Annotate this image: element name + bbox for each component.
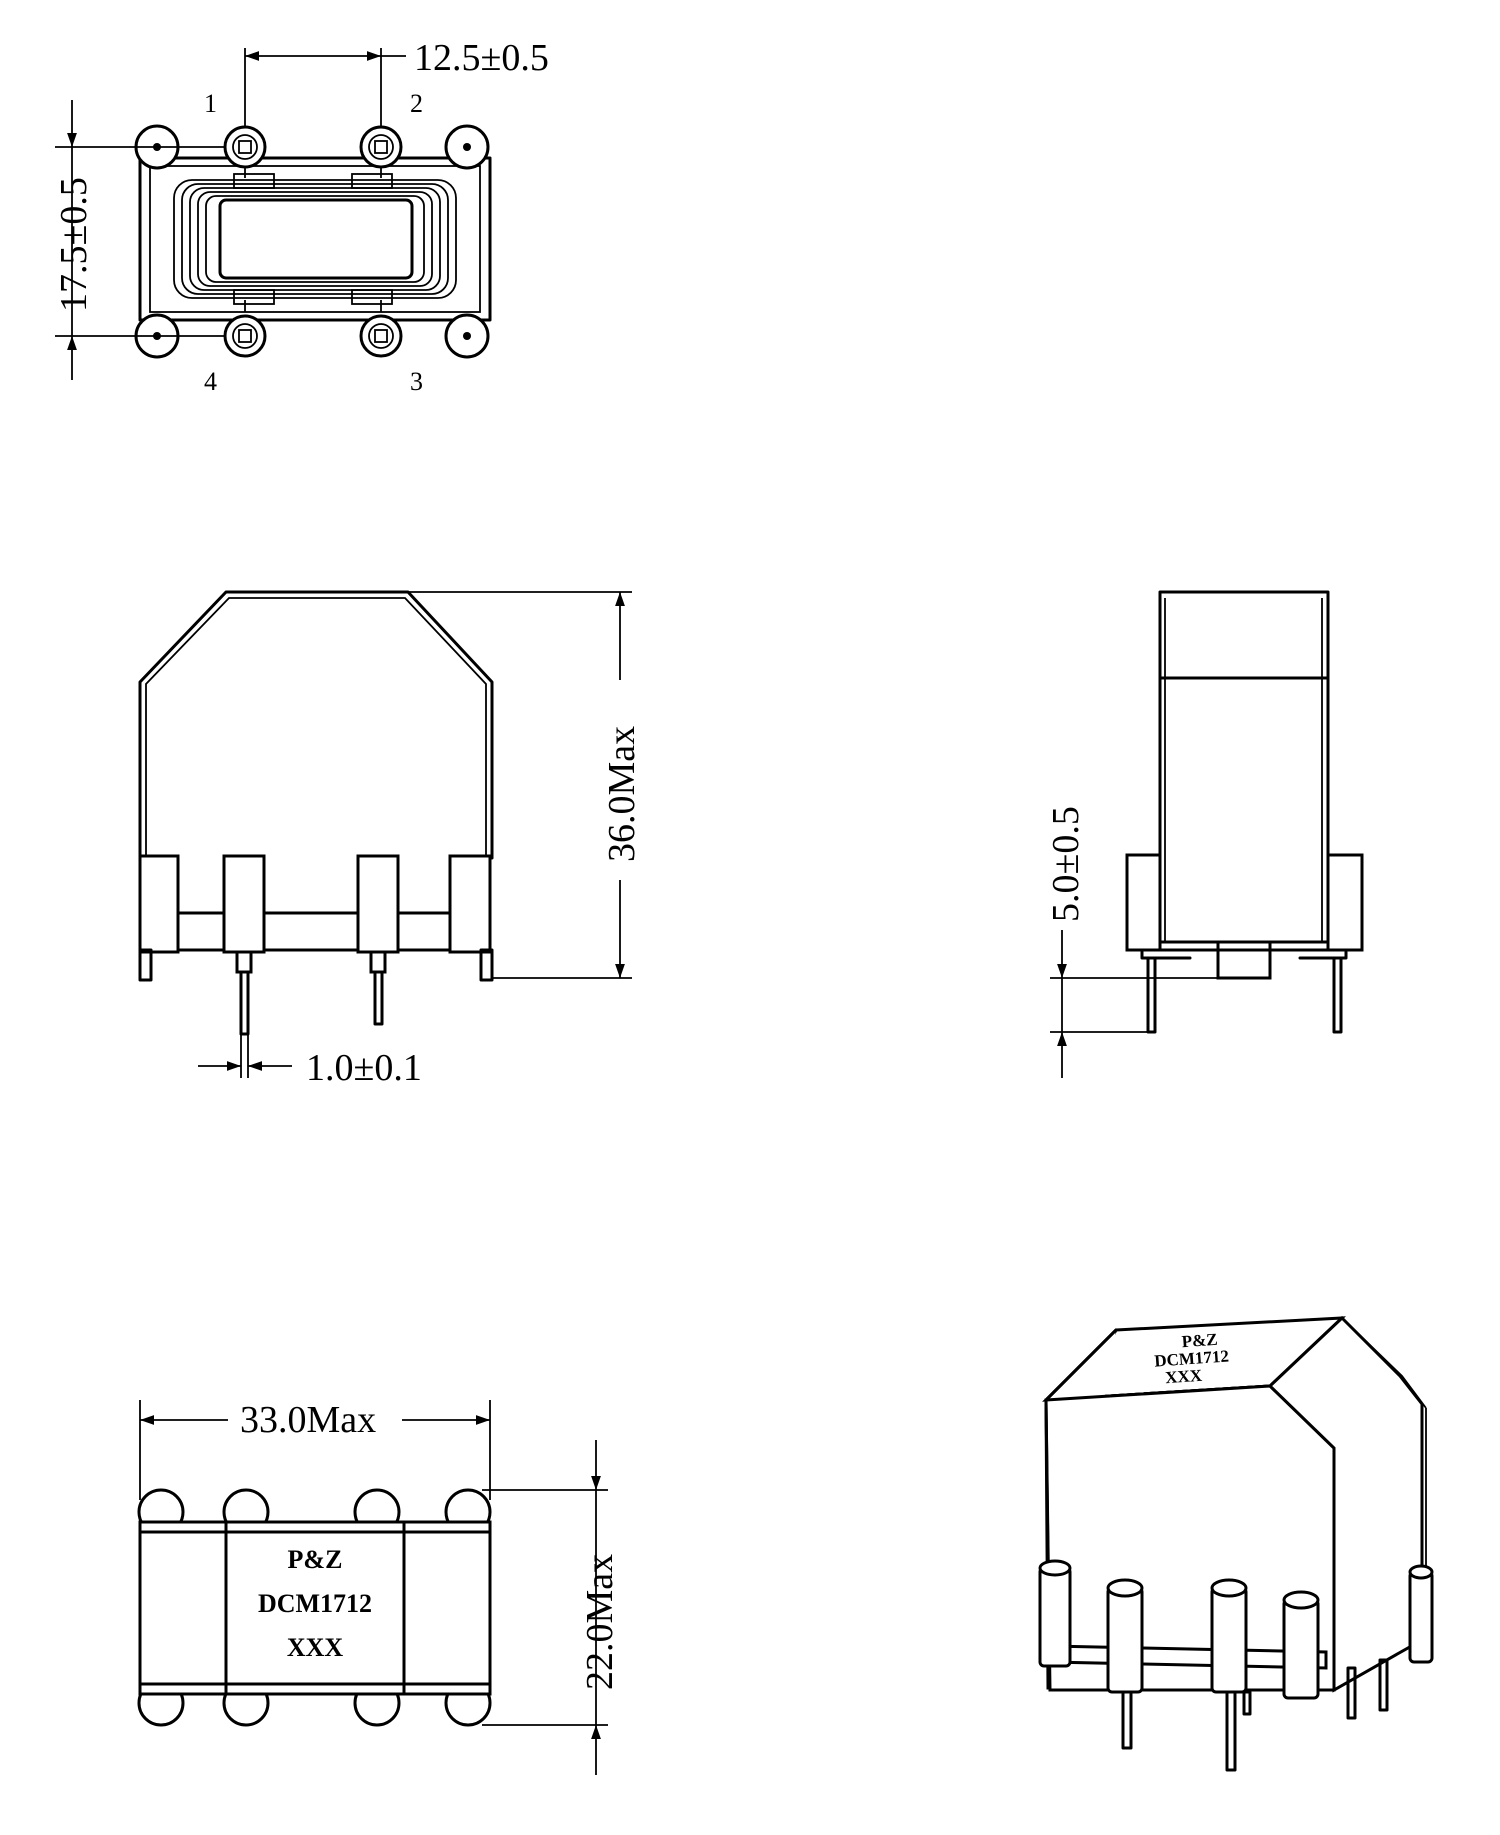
marking-brand: P&Z <box>288 1545 343 1574</box>
top-view-standoffs <box>134 124 490 359</box>
svg-text:P&Z: P&Z <box>1181 1330 1218 1351</box>
dim-pin-pitch: 12.5±0.5 <box>414 37 549 79</box>
top-view-coil <box>173 179 457 299</box>
svg-text:XXX: XXX <box>1165 1366 1204 1388</box>
marking-code: XXX <box>287 1633 344 1662</box>
pin-label-1: 1 <box>204 89 217 118</box>
dim-pin-length: 5.0±0.5 <box>1045 806 1087 922</box>
top-view-pins <box>223 125 403 358</box>
isometric-feet <box>1038 1559 1434 1700</box>
dim-length: 33.0Max <box>240 1399 376 1441</box>
dim-height: 36.0Max <box>601 726 643 862</box>
front-view: 36.0Max 1.0±0.1 <box>138 590 643 1089</box>
dim-pin-diameter: 1.0±0.1 <box>306 1047 422 1089</box>
dim-row-spacing: 17.5±0.5 <box>53 177 95 312</box>
marking-part-number: DCM1712 <box>258 1589 372 1618</box>
side-view: 5.0±0.5 <box>1045 590 1364 1078</box>
dim-width: 22.0Max <box>579 1554 621 1690</box>
bottom-view: P&Z DCM1712 XXX 33.0Max 22.0Max <box>137 1399 621 1775</box>
pin-label-3: 3 <box>410 367 423 396</box>
pin-label-2: 2 <box>410 89 423 118</box>
isometric-view: P&Z DCM1712 XXX <box>1038 1315 1434 1772</box>
top-view: 1 2 3 4 12.5±0.5 17.5±0.5 <box>53 37 549 396</box>
pin-label-4: 4 <box>204 367 217 396</box>
